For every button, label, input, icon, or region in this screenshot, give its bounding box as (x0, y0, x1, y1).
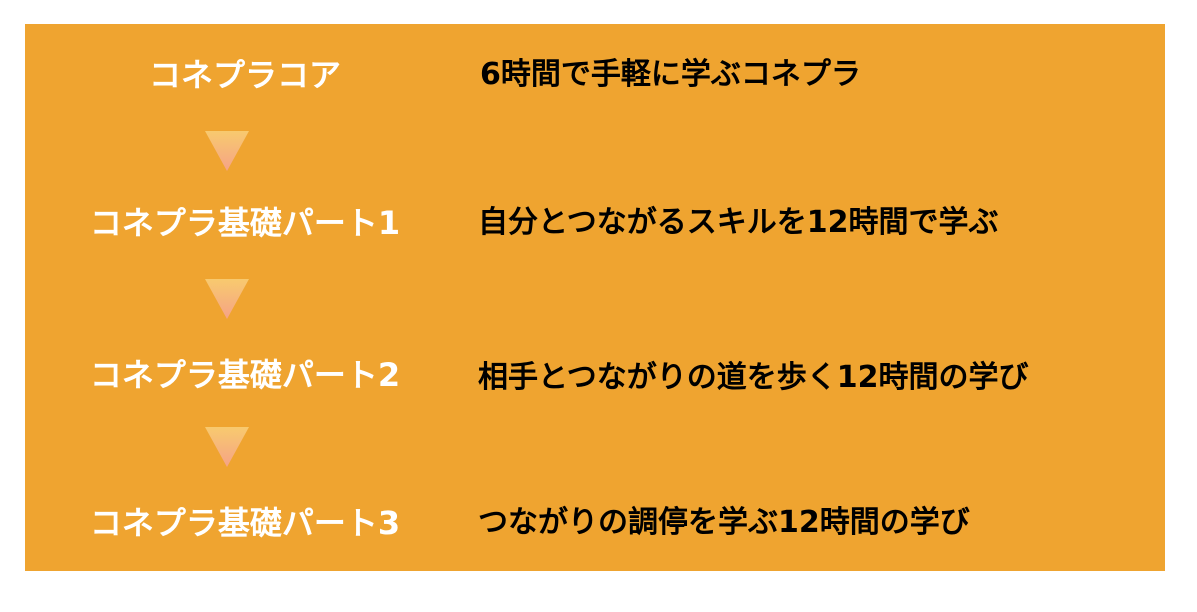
step-label-core: コネプラコア (148, 56, 341, 94)
course-flow-panel (25, 24, 1165, 571)
step-description-part1: 自分とつながるスキルを12時間で学ぶ (478, 205, 999, 240)
step-label-part3: コネプラ基礎パート3 (89, 504, 401, 542)
step-label-part1: コネプラ基礎パート1 (89, 204, 401, 242)
step-label-part2: コネプラ基礎パート2 (89, 356, 401, 394)
step-description-part2: 相手とつながりの道を歩く12時間の学び (478, 360, 1029, 395)
step-description-part3: つながりの調停を学ぶ12時間の学び (478, 505, 970, 540)
step-description-core: 6時間で手軽に学ぶコネプラ (480, 57, 861, 92)
